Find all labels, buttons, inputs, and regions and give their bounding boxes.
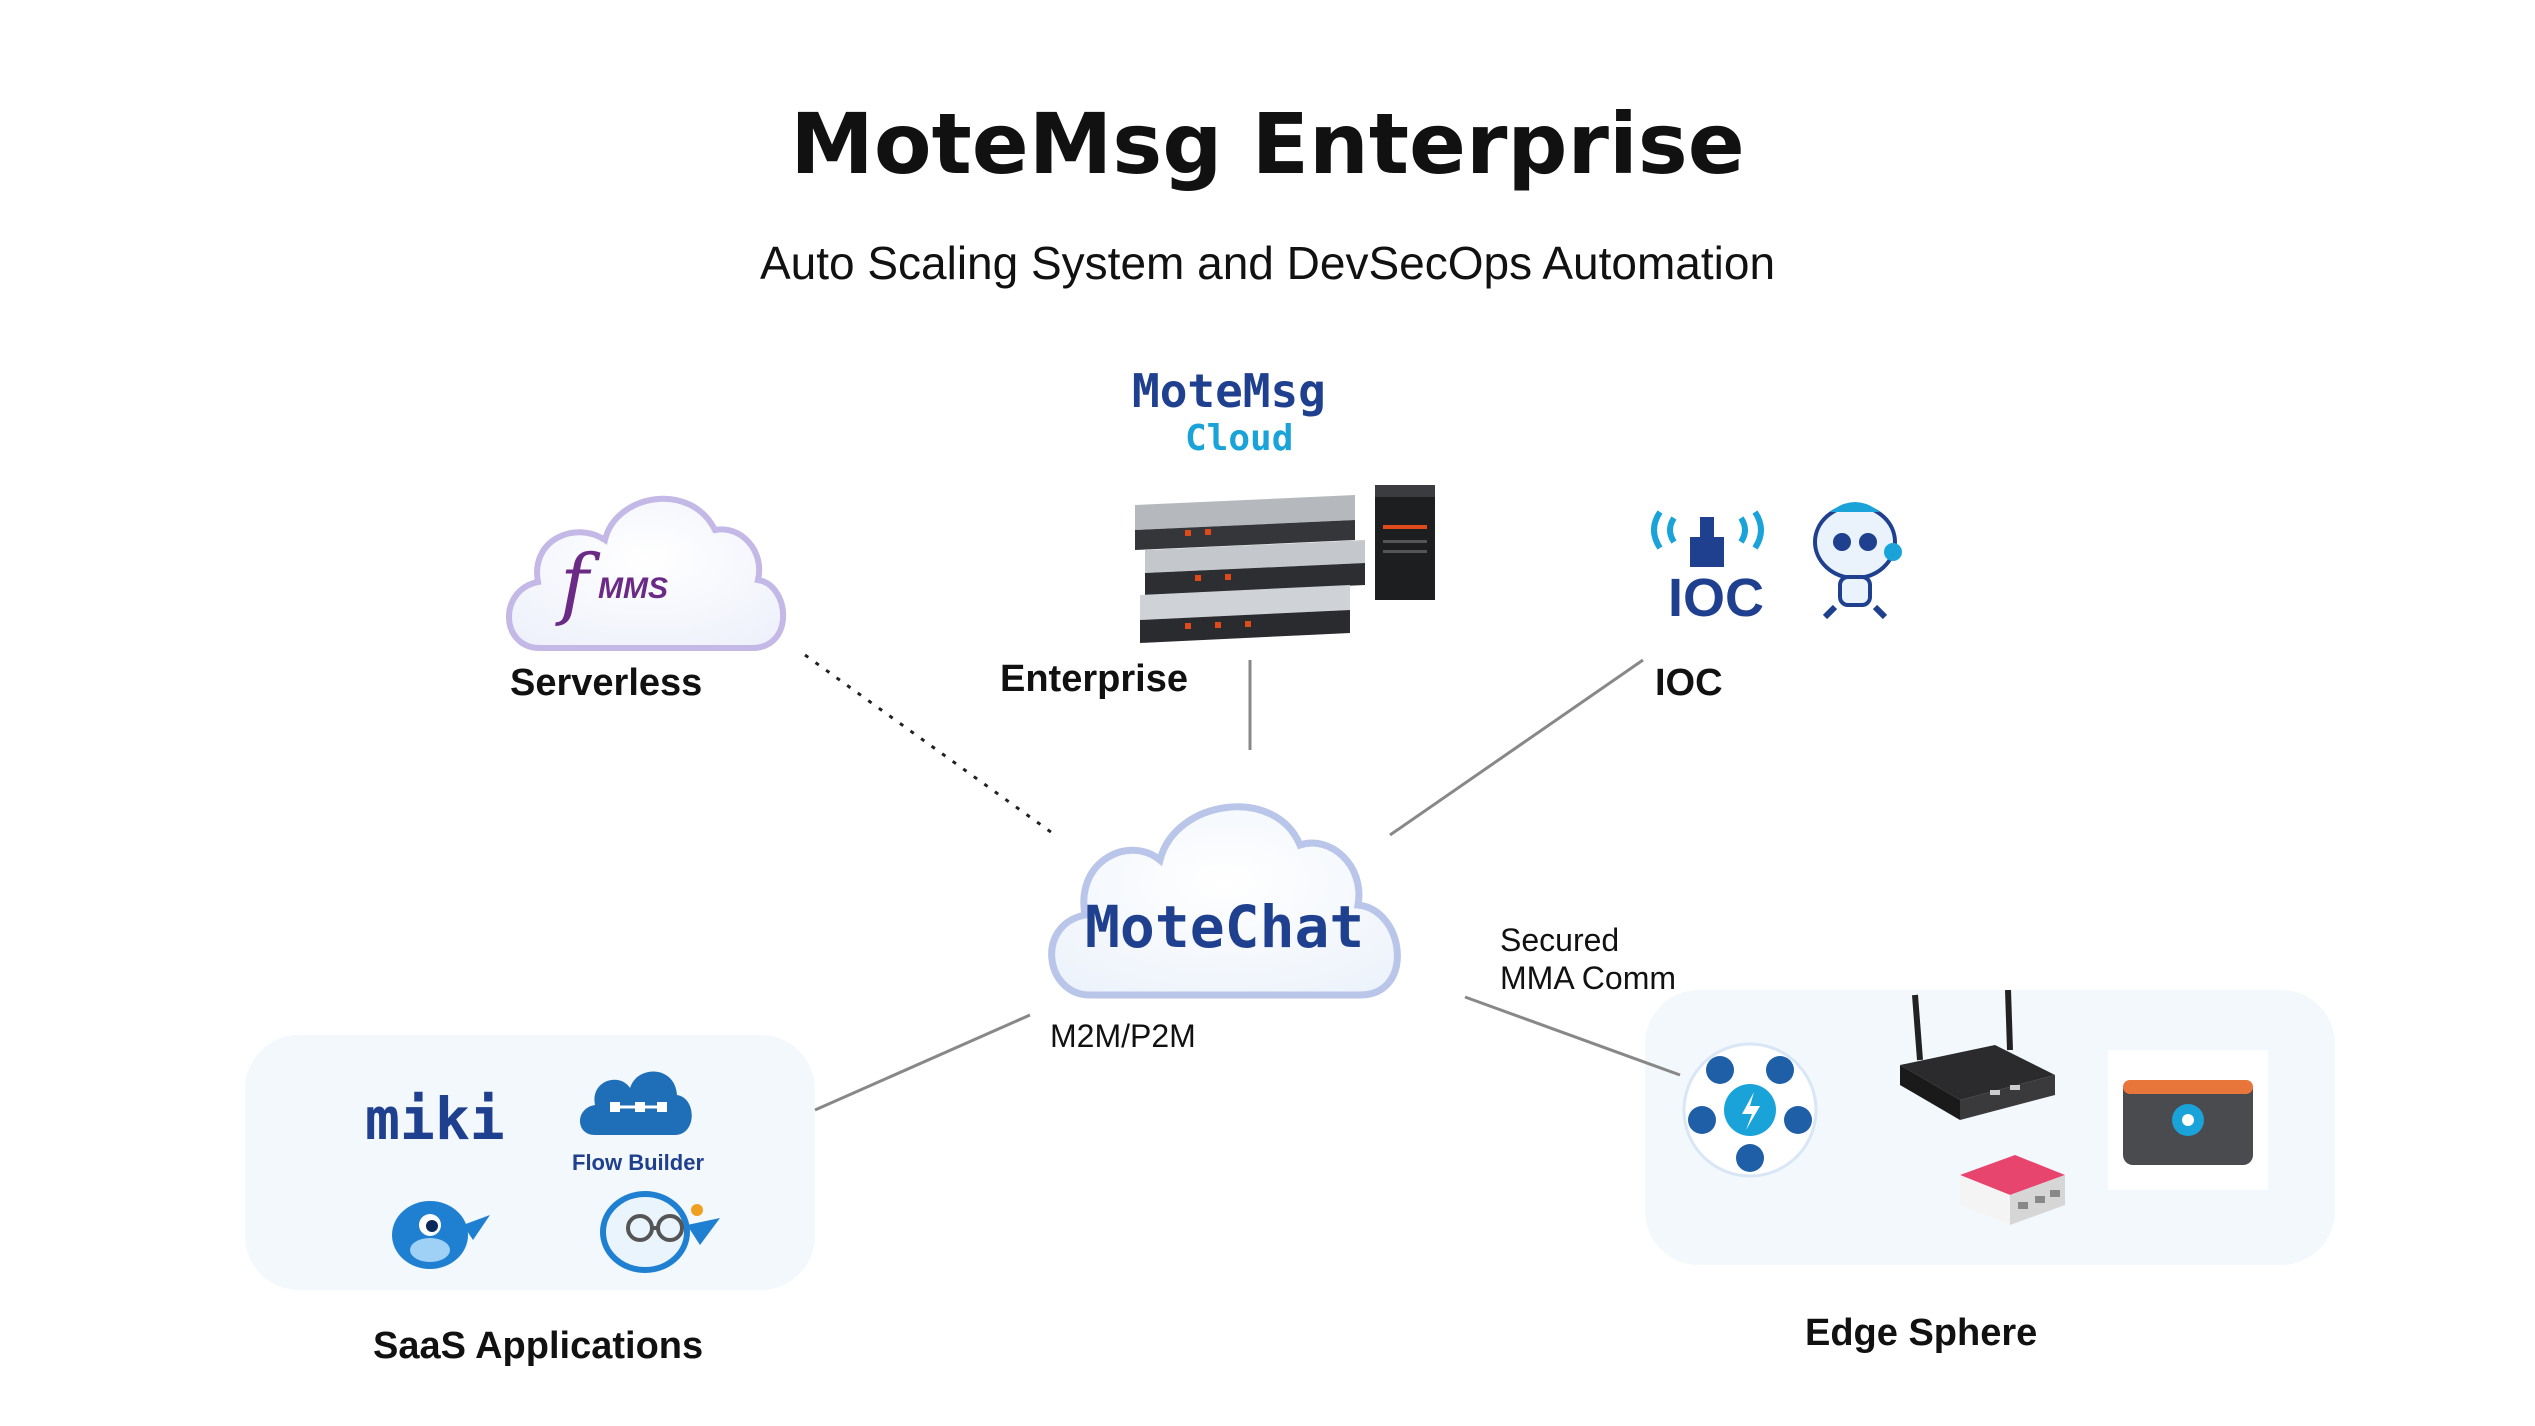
ioc-logo-text: IOC xyxy=(1668,568,1764,622)
edge-sphere-icon xyxy=(1682,1042,1818,1178)
enterprise-brand-line2: Cloud xyxy=(1185,418,1294,459)
saas-connector xyxy=(814,1013,1031,1112)
raspberry-pi-case-icon xyxy=(1960,1155,2065,1225)
secured-label-line2: MMA Comm xyxy=(1500,960,1676,996)
ioc-connector xyxy=(1389,658,1644,837)
robot-mascot-icon xyxy=(1813,502,1902,620)
serverless-label: Serverless xyxy=(510,662,703,704)
saas-label: SaaS Applications xyxy=(373,1325,704,1367)
bird-glasses-icon xyxy=(600,1191,720,1273)
diagram-subtitle: Auto Scaling System and DevSecOps Automa… xyxy=(759,237,1776,289)
flow-builder-caption: Flow Builder xyxy=(572,1150,704,1175)
diagram-title: MoteMsg Enterprise xyxy=(790,95,1745,193)
serverless-logo-text: MMS xyxy=(598,572,668,605)
edge-sphere-label: Edge Sphere xyxy=(1805,1312,2038,1354)
secured-label-line1: Secured xyxy=(1500,922,1620,958)
saas-panel xyxy=(245,1035,815,1290)
motechat-cloud-icon xyxy=(1048,803,1401,999)
ioc-label: IOC xyxy=(1655,662,1723,704)
m2m-label: M2M/P2M xyxy=(1050,1018,1196,1054)
edge-box-device-icon xyxy=(2108,1050,2268,1190)
edge-connector xyxy=(1464,995,1681,1077)
flow-builder-cloud-icon xyxy=(580,1071,692,1135)
serverless-cloud-icon: f MMS xyxy=(506,495,787,651)
ioc-tower-icon: IOC xyxy=(1651,510,1764,622)
edge-router-icon xyxy=(1900,990,2055,1120)
motechat-label: MoteChat xyxy=(1085,893,1365,961)
miki-logo: miki xyxy=(365,1085,505,1153)
enterprise-label: Enterprise xyxy=(1000,658,1188,700)
bird-mascot-icon xyxy=(392,1201,490,1269)
enterprise-brand-line1: MoteMsg xyxy=(1132,364,1326,418)
server-rack-icon xyxy=(1135,485,1435,643)
